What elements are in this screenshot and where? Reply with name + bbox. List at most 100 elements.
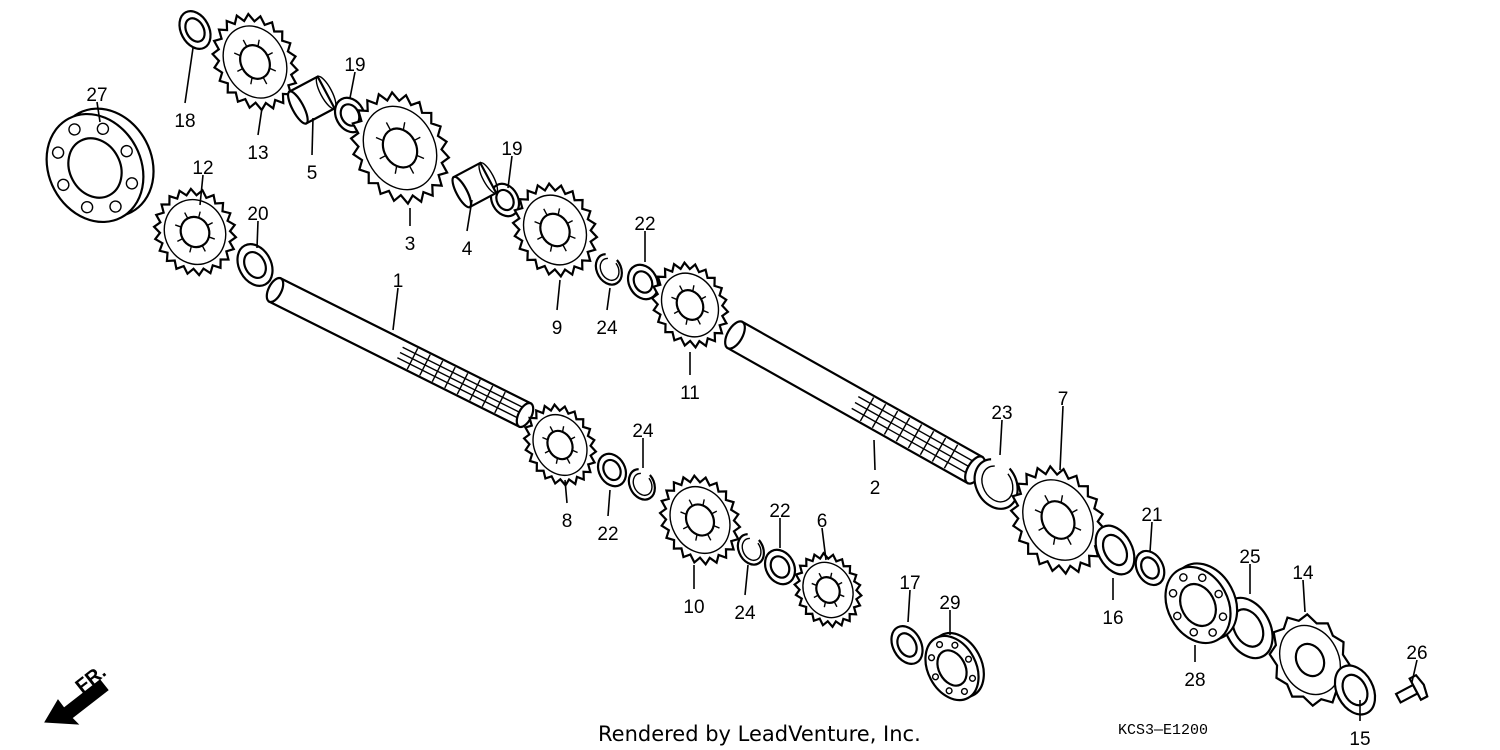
leader-line xyxy=(1059,405,1064,471)
part-number-label: 29 xyxy=(939,593,960,614)
leader-line xyxy=(392,287,399,331)
part-12-gear xyxy=(152,187,238,277)
part-22-washer xyxy=(763,548,797,586)
part-14-sprocket xyxy=(1268,612,1352,708)
front-arrow-icon xyxy=(44,679,109,725)
part-number-label: 19 xyxy=(344,55,365,76)
callout-p22c: 22 xyxy=(769,501,791,548)
part-number-label: 28 xyxy=(1184,670,1205,691)
leader-line xyxy=(821,527,827,561)
callout-p6: 6 xyxy=(817,511,828,561)
part-number-label: 21 xyxy=(1141,505,1162,526)
part-number-label: 11 xyxy=(680,383,700,404)
part-27-bearing xyxy=(45,107,155,224)
callout-p18: 18 xyxy=(174,47,196,132)
shafts-layer xyxy=(265,276,986,485)
callout-p13: 13 xyxy=(247,107,269,164)
part-number-label: 10 xyxy=(683,597,704,618)
part-number-label: 25 xyxy=(1239,547,1260,568)
mainshaft-shaft xyxy=(265,276,535,429)
callout-p19a: 19 xyxy=(344,55,366,99)
callout-p28: 28 xyxy=(1184,645,1206,691)
part-5-bushing xyxy=(286,75,337,125)
callout-p22a: 22 xyxy=(634,214,656,262)
part-8-gear xyxy=(522,402,598,488)
callout-p22b: 22 xyxy=(597,489,619,545)
callout-p12: 12 xyxy=(192,158,214,206)
leader-line xyxy=(556,279,561,311)
leader-line xyxy=(184,47,194,104)
part-13-gear xyxy=(210,12,300,112)
part-19-washer xyxy=(489,182,521,218)
part-number-label: 27 xyxy=(86,85,107,106)
leader-line xyxy=(607,489,611,517)
callout-p24c: 24 xyxy=(734,564,756,624)
part-17-washer xyxy=(890,625,924,665)
part-26-bolt xyxy=(1394,673,1429,704)
callout-p2: 2 xyxy=(870,439,881,499)
leader-line xyxy=(1302,579,1306,613)
part-number-label: 6 xyxy=(817,511,828,532)
part-number-label: 22 xyxy=(597,524,618,545)
leader-line xyxy=(256,220,259,249)
part-15-washer xyxy=(1333,664,1377,716)
callout-p16: 16 xyxy=(1102,578,1124,629)
part-number-label: 14 xyxy=(1292,563,1314,584)
diagram-code: KCS3—E1200 xyxy=(1118,722,1208,739)
part-number-label: 8 xyxy=(562,511,573,532)
part-number-label: 24 xyxy=(632,421,654,442)
leader-line xyxy=(96,101,101,123)
callout-p15: 15 xyxy=(1349,700,1371,750)
leader-line xyxy=(507,155,513,189)
callout-p5: 5 xyxy=(307,117,317,184)
part-number-label: 22 xyxy=(769,501,790,522)
leader-line xyxy=(606,287,611,311)
part-20-washer xyxy=(236,243,274,287)
callout-p1: 1 xyxy=(392,271,403,331)
part-number-label: 19 xyxy=(501,139,522,160)
part-number-label: 7 xyxy=(1058,389,1069,410)
leader-line xyxy=(466,199,473,232)
part-number-label: 2 xyxy=(870,478,881,499)
part-number-label: 17 xyxy=(899,573,920,594)
part-number-label: 26 xyxy=(1406,643,1427,664)
callout-p17: 17 xyxy=(899,573,921,623)
callout-p24a: 24 xyxy=(596,287,618,339)
part-number-label: 24 xyxy=(734,603,756,624)
callout-p10: 10 xyxy=(683,565,705,618)
callout-p23: 23 xyxy=(991,403,1013,456)
part-24-clip xyxy=(594,253,623,286)
leader-line xyxy=(744,564,749,596)
part-6-gear xyxy=(792,551,864,629)
front-direction-indicator: FR. xyxy=(44,661,110,725)
part-3-gear xyxy=(349,90,451,206)
render-credit: Rendered by LeadVenture, Inc. xyxy=(598,722,921,746)
part-number-label: 18 xyxy=(174,111,195,132)
part-number-label: 12 xyxy=(192,158,213,179)
part-22-washer xyxy=(626,263,660,301)
part-number-label: 16 xyxy=(1102,608,1123,629)
part-number-label: 3 xyxy=(405,234,416,255)
part-21-washer xyxy=(1134,549,1166,587)
part-18-washer xyxy=(178,10,212,50)
part-10-gear xyxy=(658,473,742,567)
callout-p7: 7 xyxy=(1058,389,1069,471)
leader-line xyxy=(199,174,204,206)
part-number-label: 23 xyxy=(991,403,1012,424)
leader-line xyxy=(1411,659,1418,683)
part-16-washer xyxy=(1094,524,1136,576)
callout-p25: 25 xyxy=(1239,547,1261,594)
part-22-washer xyxy=(596,452,628,488)
part-9-gear xyxy=(511,181,599,279)
callout-p4: 4 xyxy=(462,199,473,260)
callout-p26: 26 xyxy=(1406,643,1428,683)
part-23-clip xyxy=(973,458,1019,510)
callout-p20: 20 xyxy=(247,204,269,249)
leader-line xyxy=(1149,521,1153,553)
leader-line xyxy=(907,589,911,623)
callout-p27: 27 xyxy=(86,85,108,123)
callout-p24b: 24 xyxy=(632,421,654,468)
part-11-gear xyxy=(650,260,730,350)
